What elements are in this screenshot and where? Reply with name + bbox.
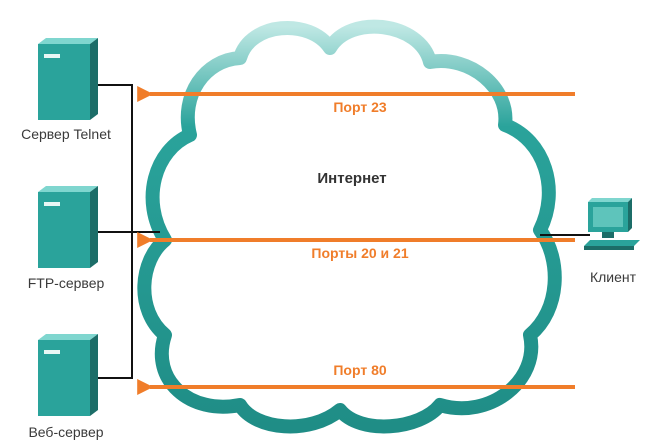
server-icon (38, 38, 98, 120)
port-label-80: Порт 80 (333, 362, 387, 378)
internet-label: Интернет (317, 170, 386, 187)
server-web (38, 334, 98, 416)
server-icon (38, 334, 98, 416)
server-ftp (38, 186, 98, 268)
server-label-web: Веб-сервер (28, 424, 103, 440)
computer-icon (584, 198, 640, 250)
client-label: Клиент (590, 269, 637, 285)
port-arrows (137, 86, 575, 395)
server-label-ftp: FTP-сервер (28, 275, 105, 291)
port-label-23: Порт 23 (333, 99, 387, 115)
port-label-20-21: Порты 20 и 21 (311, 245, 408, 261)
server-label-telnet: Сервер Telnet (21, 126, 111, 142)
server-icon (38, 186, 98, 268)
server-telnet (38, 38, 98, 120)
client-computer (584, 198, 640, 250)
